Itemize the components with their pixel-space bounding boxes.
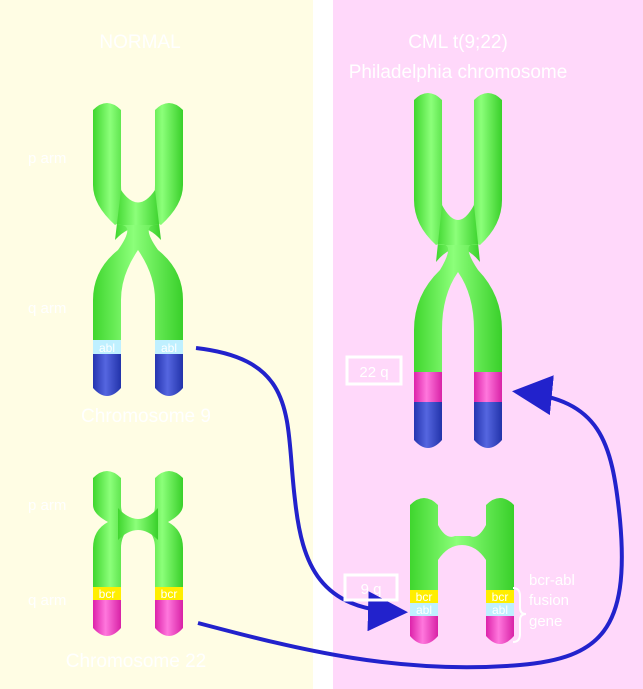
chr9-abl-label-right: abl xyxy=(161,341,177,355)
fusion-abl-label-left: abl xyxy=(416,603,432,617)
arrow-abl-to-philadelphia xyxy=(195,346,408,632)
chr22-bcr-label-right: bcr xyxy=(161,587,178,601)
chr22-bcr-label-left: bcr xyxy=(99,587,116,601)
fusion-bcr-label-right: bcr xyxy=(492,590,509,604)
fusion-gene-line-3: gene xyxy=(529,613,562,630)
chr9-abl-label-left: abl xyxy=(99,341,115,355)
fusion-gene-line-1: bcr-abl xyxy=(529,572,575,589)
chr9-q-arm-label: q arm xyxy=(28,300,66,317)
chromosome-9 xyxy=(93,103,183,396)
label-box-22q xyxy=(345,355,403,386)
cml-panel-subtitle: Philadelphia chromosome xyxy=(349,62,568,83)
chr22-q-arm-label: q arm xyxy=(28,592,66,609)
fusion-gene-bracket xyxy=(512,587,527,643)
fusion-gene-line-2: fusion xyxy=(529,592,569,609)
philadelphia-chromosome xyxy=(410,498,514,644)
cml-panel-title: CML t(9;22) xyxy=(408,32,508,53)
translocated-chromosome-9 xyxy=(414,93,502,448)
translocated-9q-label: 9 q xyxy=(361,581,382,598)
chr9-name: Chromosome 9 xyxy=(81,406,211,427)
fusion-bcr-label-left: bcr xyxy=(416,590,433,604)
chr9-p-arm-label: p arm xyxy=(28,150,66,167)
chromosome-22 xyxy=(93,471,183,636)
translocated-22q-label: 22 q xyxy=(359,364,388,381)
chr22-p-arm-label: p arm xyxy=(28,497,66,514)
chr22-name: Chromosome 22 xyxy=(66,651,206,672)
arrow-22q-to-chromosome-9 xyxy=(197,375,624,670)
fusion-abl-label-right: abl xyxy=(492,603,508,617)
label-box-9q xyxy=(343,573,399,602)
normal-panel-title: NORMAL xyxy=(99,32,180,53)
